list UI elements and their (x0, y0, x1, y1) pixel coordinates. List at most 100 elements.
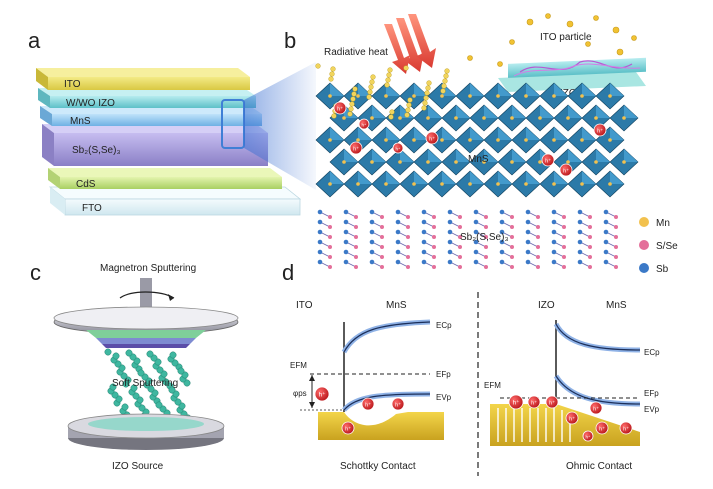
hole: h⁺ (589, 401, 603, 415)
surface-atom (331, 113, 337, 119)
ito-particles (467, 13, 637, 67)
mns-octahedron (539, 126, 569, 154)
sputter-particle (169, 351, 177, 359)
layer-cds: CdS (48, 168, 282, 190)
panel-b: b Radiative heat ITO particle IZO MnS (284, 13, 678, 275)
surface-atom (366, 94, 372, 100)
sbsse-chain (369, 209, 384, 269)
mns-octahedron (469, 148, 499, 176)
ito-side-label: ITO (296, 300, 313, 311)
sbsse-chain (473, 209, 488, 269)
radiative-heat-arrows (384, 14, 436, 74)
hole: h⁺ (565, 411, 579, 425)
svg-text:h⁺: h⁺ (365, 403, 371, 409)
surface-atom (388, 114, 394, 120)
valence-band-left (342, 391, 431, 412)
mns-octahedron (441, 148, 471, 176)
surface-atom (403, 65, 409, 71)
mns-octahedron (567, 82, 597, 110)
surface-atom (352, 86, 358, 92)
izo-source-label: IZO Source (112, 461, 164, 472)
layer-sbsse-label: Sb₂(S,Se)₃ (72, 145, 121, 156)
surface-atom (444, 68, 450, 74)
schottky-caption: Schottky Contact (340, 461, 416, 472)
mns-octahedron (483, 82, 513, 110)
hole: h⁺ (582, 430, 594, 442)
mns-octahedron (511, 82, 541, 110)
hole: h⁺ (349, 141, 363, 155)
ecp-label-right: ECp (644, 348, 660, 357)
sbsse-lattice-label: Sb₂(S,Se)₃ (460, 232, 509, 243)
hole: h⁺ (314, 386, 330, 402)
svg-text:h⁺: h⁺ (362, 123, 368, 128)
mns-octahedron (483, 170, 513, 198)
ecp-label-left: ECp (436, 321, 452, 330)
surface-atom (315, 63, 321, 69)
mns-side-label-right: MnS (606, 300, 627, 311)
sputter-particle (104, 348, 112, 356)
evp-label-right: EVp (644, 405, 660, 414)
sbsse-chain (525, 209, 540, 269)
mns-octahedron (595, 170, 625, 198)
surface-atom (389, 109, 395, 115)
surface-atom (421, 105, 427, 111)
sbsse-chain (499, 209, 514, 269)
panel-c: c Magnetron Sputtering Soft Sputtering I… (30, 260, 239, 472)
mn-legend-dot (639, 217, 649, 227)
surface-atom (328, 76, 334, 82)
svg-text:h⁺: h⁺ (429, 137, 435, 143)
sputter-particle (121, 403, 129, 411)
svg-text:h⁺: h⁺ (545, 159, 551, 165)
panel-d: d ITO MnS ECp EFM EFp EVp φps h⁺h⁺h⁺h⁺ S… (282, 260, 660, 476)
sbsse-chain (421, 209, 436, 269)
surface-atom (369, 79, 375, 85)
surface-atom (370, 74, 376, 80)
mns-octahedron (399, 170, 429, 198)
hole: h⁺ (541, 153, 555, 167)
mns-octahedron (455, 126, 485, 154)
valence-band-right (553, 374, 641, 407)
svg-text:h⁺: h⁺ (337, 107, 343, 113)
mns-octahedron (343, 170, 373, 198)
layer-fto: FTO (48, 186, 302, 216)
surface-atom (440, 88, 446, 94)
hole: h⁺ (392, 142, 404, 154)
hole: h⁺ (595, 421, 609, 435)
mns-octahedron (427, 170, 457, 198)
layer-cds-label: CdS (76, 179, 96, 190)
surface-atom (386, 72, 392, 78)
metal-region-left (318, 412, 444, 440)
layer-sbsse: Sb₂(S,Se)₃ (42, 124, 268, 166)
mns-octahedron (469, 104, 499, 132)
mns-octahedron (371, 170, 401, 198)
hole: h⁺ (545, 395, 559, 409)
svg-text:h⁺: h⁺ (353, 147, 359, 153)
surface-atom (329, 71, 335, 77)
surface-atom (387, 67, 393, 73)
sputter-particle (130, 384, 138, 392)
layer-mns: MnS (40, 106, 262, 127)
substrate-stack (86, 330, 206, 348)
mns-octahedron (413, 148, 443, 176)
ito-particle-label: ITO particle (540, 32, 592, 43)
phi-label: φps (293, 389, 307, 398)
efm-label-right: EFM (484, 381, 501, 390)
izo-label: IZO (560, 88, 577, 99)
metal-region-right (490, 404, 640, 446)
surface-atom (406, 102, 412, 108)
mns-octahedron (315, 126, 345, 154)
sputter-particle (146, 350, 154, 358)
mns-lattice-label: MnS (468, 154, 489, 165)
holes-b: h⁺h⁺h⁺h⁺h⁺h⁺h⁺h⁺ (333, 101, 607, 177)
sbsse-chain (343, 209, 358, 269)
sputter-particle (177, 367, 185, 375)
mns-octahedron (413, 104, 443, 132)
hole: h⁺ (559, 163, 573, 177)
mns-octahedron (399, 82, 429, 110)
sbsse-chain (395, 209, 410, 269)
izo-side-label: IZO (538, 300, 555, 311)
efp-label-right: EFp (644, 389, 659, 398)
sbsse-chain (577, 209, 592, 269)
svg-text:h⁺: h⁺ (569, 417, 575, 423)
mns-octahedron (539, 82, 569, 110)
